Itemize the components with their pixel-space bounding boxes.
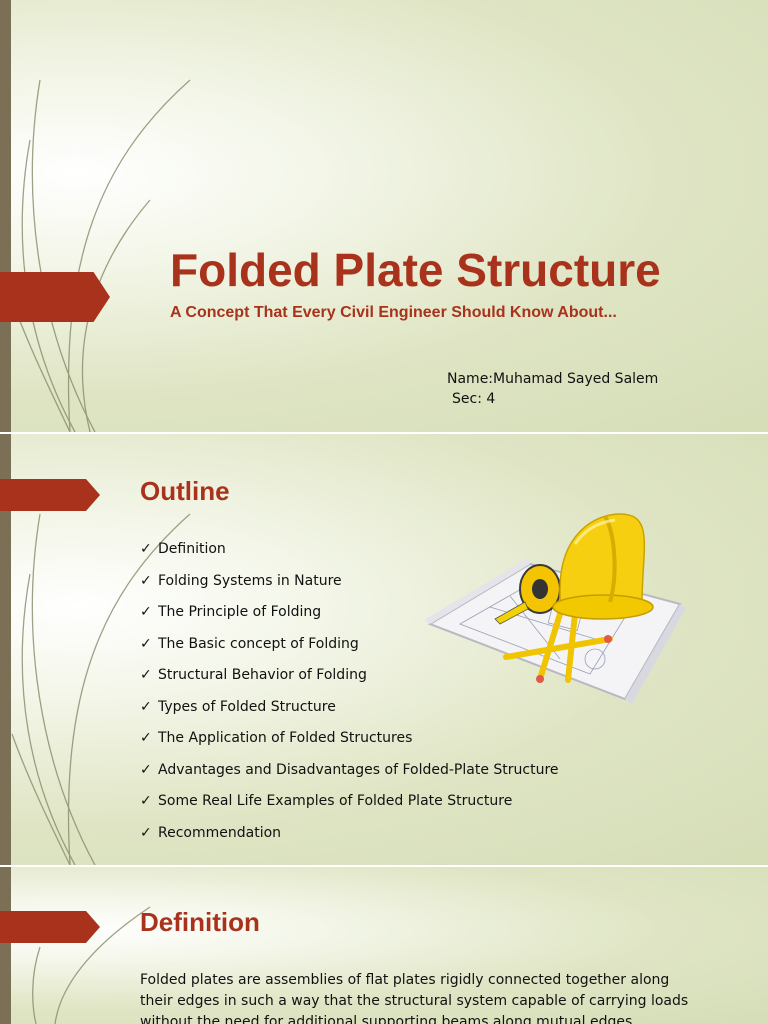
definition-slide: Definition Folded plates are assemblies … xyxy=(0,867,768,1024)
list-item: ✓Definition xyxy=(140,537,559,569)
heading-arrow-marker xyxy=(0,911,100,943)
outline-list: ✓Definition ✓Folding Systems in Nature ✓… xyxy=(140,537,559,852)
decorative-swirl-lines xyxy=(32,906,151,1024)
left-accent-bar xyxy=(0,867,11,1024)
author-section: Sec: 4 xyxy=(452,391,496,407)
title-arrow-marker xyxy=(0,272,110,322)
hard-hat-blueprint-illustration xyxy=(424,513,686,704)
list-item: ✓The Principle of Folding xyxy=(140,600,559,632)
check-icon: ✓ xyxy=(140,635,152,652)
heading-arrow-marker xyxy=(0,479,100,511)
decorative-swirl-lines xyxy=(11,79,191,432)
check-icon: ✓ xyxy=(140,730,152,746)
list-item: ✓Some Real Life Examples of Folded Plate… xyxy=(140,789,559,821)
decorative-swirl-lines xyxy=(11,513,191,865)
list-item: ✓The Basic concept of Folding xyxy=(140,632,559,664)
title-slide: Folded Plate Structure A Concept That Ev… xyxy=(0,0,768,432)
author-block: Name:Muhamad Sayed Salem Sec: 4 xyxy=(447,369,658,409)
list-item: ✓The Application of Folded Structures xyxy=(140,726,559,758)
outline-slide: Outline ✓Definition ✓Folding Systems in … xyxy=(0,434,768,865)
check-icon: ✓ xyxy=(140,572,152,589)
definition-paragraph: Folded plates are assemblies of flat pla… xyxy=(140,972,689,1024)
check-icon: ✓ xyxy=(140,541,152,557)
check-icon: ✓ xyxy=(140,761,152,778)
author-name: Name:Muhamad Sayed Salem xyxy=(447,371,659,387)
list-item: ✓Types of Folded Structure xyxy=(140,695,559,727)
list-item: ✓Structural Behavior of Folding xyxy=(140,663,559,695)
slide-subtitle: A Concept That Every Civil Engineer Shou… xyxy=(170,304,617,321)
slide-title: Folded Plate Structure xyxy=(170,244,661,296)
left-accent-bar xyxy=(0,434,11,865)
check-icon: ✓ xyxy=(140,793,152,809)
list-item: ✓Advantages and Disadvantages of Folded-… xyxy=(140,758,559,790)
outline-heading: Outline xyxy=(140,476,230,506)
list-item: ✓Recommendation xyxy=(140,821,559,853)
definition-heading: Definition xyxy=(140,907,260,937)
list-item: ✓Folding Systems in Nature xyxy=(140,569,559,601)
check-icon: ✓ xyxy=(140,698,152,715)
check-icon: ✓ xyxy=(140,667,152,683)
check-icon: ✓ xyxy=(140,824,152,841)
left-accent-bar xyxy=(0,0,11,432)
check-icon: ✓ xyxy=(140,604,152,620)
